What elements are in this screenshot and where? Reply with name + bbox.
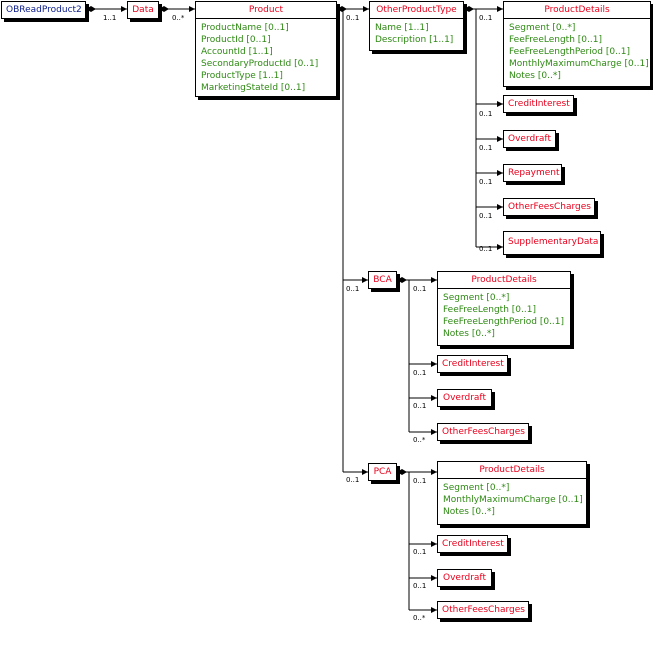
data-class-title: Data bbox=[132, 5, 154, 15]
multiplicity-root-data: 1..1 bbox=[103, 14, 117, 22]
multiplicity-pca-other-fees-charges: 0..* bbox=[413, 614, 426, 622]
pca-other-fees-charges-title: OtherFeesCharges bbox=[442, 605, 525, 615]
multiplicity-product-pca: 0..1 bbox=[346, 476, 360, 484]
product-attribute: ProductType [1..1] bbox=[201, 71, 283, 81]
opt-product-details-box[interactable]: ProductDetails Segment [0..*] FeeFreeLen… bbox=[503, 1, 651, 87]
multiplicity-opt-details: 0..1 bbox=[479, 14, 493, 22]
opt-credit-interest-box[interactable]: CreditInterest bbox=[503, 95, 574, 113]
product-attribute: MarketingStateId [0..1] bbox=[201, 83, 306, 93]
pca-product-details-attribute: MonthlyMaximumCharge [0..1] bbox=[443, 495, 583, 505]
bca-overdraft-box[interactable]: Overdraft bbox=[437, 389, 492, 407]
opt-repayment-title: Repayment bbox=[508, 168, 560, 178]
pca-product-details-title: ProductDetails bbox=[438, 462, 586, 479]
root-class-title: OBReadProduct2 bbox=[6, 5, 82, 15]
multiplicity-opt-other-fees-charges: 0..1 bbox=[479, 212, 493, 220]
multiplicity-pca-credit-interest: 0..1 bbox=[413, 548, 427, 556]
opt-supplementary-data-box[interactable]: SupplementaryData bbox=[503, 231, 601, 255]
product-attribute: SecondaryProductId [0..1] bbox=[201, 59, 319, 69]
multiplicity-opt-credit-interest: 0..1 bbox=[479, 110, 493, 118]
opt-overdraft-title: Overdraft bbox=[508, 134, 551, 144]
product-class-title: Product bbox=[196, 2, 336, 19]
other-product-type-attribute: Description [1..1] bbox=[375, 35, 454, 45]
pca-product-details-box[interactable]: ProductDetails Segment [0..*] MonthlyMax… bbox=[437, 461, 587, 525]
bca-credit-interest-box[interactable]: CreditInterest bbox=[437, 355, 508, 373]
bca-product-details-attributes: Segment [0..*] FeeFreeLength [0..1] FeeF… bbox=[438, 289, 570, 342]
multiplicity-pca-details: 0..1 bbox=[413, 477, 427, 485]
other-product-type-box[interactable]: OtherProductType Name [1..1] Description… bbox=[369, 1, 464, 51]
product-attributes: ProductName [0..1] ProductId [0..1] Acco… bbox=[196, 19, 336, 96]
opt-product-details-attribute: FeeFreeLengthPeriod [0..1] bbox=[509, 47, 631, 57]
opt-product-details-title: ProductDetails bbox=[504, 2, 650, 19]
bca-product-details-title: ProductDetails bbox=[438, 272, 570, 289]
opt-product-details-attributes: Segment [0..*] FeeFreeLength [0..1] FeeF… bbox=[504, 19, 650, 84]
multiplicity-opt-supplementary-data: 0..1 bbox=[479, 245, 493, 253]
pca-product-details-attribute: Segment [0..*] bbox=[443, 483, 510, 493]
bca-product-details-attribute: FeeFreeLengthPeriod [0..1] bbox=[443, 317, 565, 327]
bca-class-title: BCA bbox=[373, 275, 392, 285]
multiplicity-opt-overdraft: 0..1 bbox=[479, 144, 493, 152]
bca-credit-interest-title: CreditInterest bbox=[442, 359, 504, 369]
bca-product-details-attribute: Segment [0..*] bbox=[443, 293, 510, 303]
pca-class-box[interactable]: PCA bbox=[368, 463, 397, 481]
opt-other-fees-charges-title: OtherFeesCharges bbox=[508, 202, 591, 212]
multiplicity-data-product: 0..* bbox=[172, 14, 185, 22]
other-product-type-title: OtherProductType bbox=[370, 2, 463, 19]
pca-overdraft-title: Overdraft bbox=[443, 573, 486, 583]
bca-other-fees-charges-title: OtherFeesCharges bbox=[442, 427, 525, 437]
product-class-box[interactable]: Product ProductName [0..1] ProductId [0.… bbox=[195, 1, 337, 97]
product-attribute: ProductId [0..1] bbox=[201, 35, 271, 45]
pca-overdraft-box[interactable]: Overdraft bbox=[437, 569, 492, 587]
opt-product-details-attribute: Notes [0..*] bbox=[509, 71, 561, 81]
opt-other-fees-charges-box[interactable]: OtherFeesCharges bbox=[503, 198, 595, 216]
opt-product-details-attribute: FeeFreeLength [0..1] bbox=[509, 35, 602, 45]
opt-repayment-box[interactable]: Repayment bbox=[503, 164, 562, 182]
multiplicity-pca-overdraft: 0..1 bbox=[413, 582, 427, 590]
bca-other-fees-charges-box[interactable]: OtherFeesCharges bbox=[437, 423, 529, 441]
multiplicity-bca-overdraft: 0..1 bbox=[413, 402, 427, 410]
multiplicity-product-bca: 0..1 bbox=[346, 285, 360, 293]
opt-supplementary-data-title: SupplementaryData bbox=[508, 237, 599, 247]
opt-credit-interest-title: CreditInterest bbox=[508, 99, 570, 109]
root-class-box[interactable]: OBReadProduct2 bbox=[1, 1, 86, 19]
multiplicity-product-other-product-type: 0..1 bbox=[346, 14, 360, 22]
pca-product-details-attribute: Notes [0..*] bbox=[443, 507, 495, 517]
data-class-box[interactable]: Data bbox=[127, 1, 159, 19]
pca-credit-interest-box[interactable]: CreditInterest bbox=[437, 535, 508, 553]
opt-product-details-attribute: Segment [0..*] bbox=[509, 23, 576, 33]
other-product-type-attributes: Name [1..1] Description [1..1] bbox=[370, 19, 463, 48]
multiplicity-bca-credit-interest: 0..1 bbox=[413, 369, 427, 377]
pca-other-fees-charges-box[interactable]: OtherFeesCharges bbox=[437, 601, 529, 619]
opt-overdraft-box[interactable]: Overdraft bbox=[503, 130, 556, 148]
pca-credit-interest-title: CreditInterest bbox=[442, 539, 504, 549]
multiplicity-opt-repayment: 0..1 bbox=[479, 178, 493, 186]
multiplicity-bca-details: 0..1 bbox=[413, 285, 427, 293]
bca-product-details-box[interactable]: ProductDetails Segment [0..*] FeeFreeLen… bbox=[437, 271, 571, 346]
pca-product-details-attributes: Segment [0..*] MonthlyMaximumCharge [0..… bbox=[438, 479, 586, 520]
multiplicity-bca-other-fees-charges: 0..* bbox=[413, 436, 426, 444]
bca-overdraft-title: Overdraft bbox=[443, 393, 486, 403]
other-product-type-attribute: Name [1..1] bbox=[375, 23, 429, 33]
product-attribute: ProductName [0..1] bbox=[201, 23, 289, 33]
product-attribute: AccountId [1..1] bbox=[201, 47, 273, 57]
bca-class-box[interactable]: BCA bbox=[368, 271, 397, 289]
bca-product-details-attribute: Notes [0..*] bbox=[443, 329, 495, 339]
pca-class-title: PCA bbox=[373, 467, 392, 477]
bca-product-details-attribute: FeeFreeLength [0..1] bbox=[443, 305, 536, 315]
opt-product-details-attribute: MonthlyMaximumCharge [0..1] bbox=[509, 59, 649, 69]
